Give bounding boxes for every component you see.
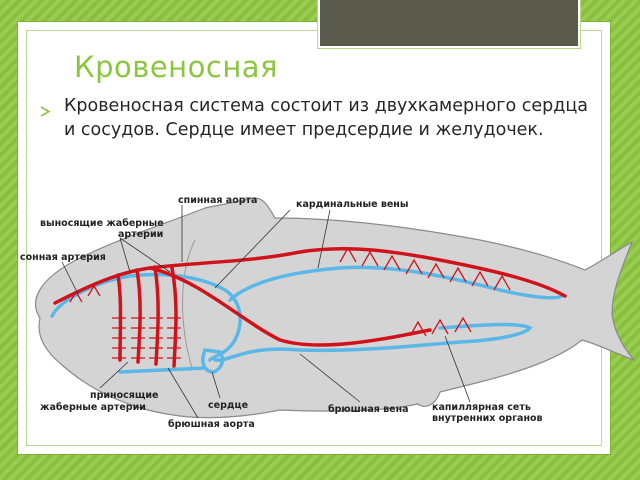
heart-shape — [201, 348, 225, 374]
label-efferent-gill-arteries-line2: артерии — [118, 229, 163, 240]
label-abdominal-vein: брюшная вена — [328, 404, 409, 415]
gill-arch-2 — [135, 268, 142, 364]
label-carotid-artery: сонная артерия — [20, 252, 106, 263]
label-capillary-network-line1: капиллярная сеть — [432, 402, 531, 413]
leader-abdominal-vein — [299, 353, 361, 403]
label-capillary-network-line2: внутренних органов — [432, 413, 543, 424]
decorative-dark-tab — [320, 0, 578, 46]
label-dorsal-aorta: спинная аорта — [178, 195, 257, 206]
slide-body-text: Кровеносная система состоит из двухкамер… — [64, 96, 588, 140]
leader-capillary — [444, 335, 471, 403]
fish-body-outline — [35, 197, 636, 419]
bullet-arrow-icon — [40, 106, 51, 117]
label-ventral-aorta: брюшная аорта — [168, 419, 255, 430]
label-afferent-gill-arteries-line1: приносящие — [90, 390, 158, 401]
artery-vessels — [53, 247, 567, 368]
leader-heart — [211, 371, 221, 399]
label-heart: сердце — [208, 400, 248, 411]
gill-arch-1 — [116, 273, 123, 362]
abdominal-vein — [213, 322, 533, 362]
leader-lines — [61, 205, 471, 419]
panel-border — [26, 30, 602, 446]
leader-cardinal-1 — [214, 209, 291, 289]
label-cardinal-veins: кардинальные вены — [296, 199, 408, 210]
label-afferent-gill-arteries-line2: жаберные артерии — [40, 402, 146, 413]
leader-carotid — [61, 261, 79, 295]
leader-afferent — [99, 361, 129, 389]
gill-cover-outline — [182, 239, 196, 369]
label-efferent-gill-arteries-line1: выносящие жаберные — [40, 218, 164, 229]
gill-arch-3 — [153, 265, 160, 366]
dorsal-aorta — [53, 247, 567, 305]
organ-capillaries — [69, 246, 511, 337]
arterial-branch — [148, 266, 432, 347]
gill-capillaries — [112, 317, 181, 359]
posterior-cardinal-vein — [228, 265, 564, 302]
leader-efferent-2 — [119, 237, 171, 273]
leader-efferent-1 — [119, 237, 131, 273]
ventral-aorta-line — [118, 366, 207, 374]
leader-ventral-aorta — [167, 367, 199, 419]
slide-title: Кровеносная — [74, 50, 278, 84]
leader-cardinal-2 — [317, 209, 331, 269]
gill-arch-4 — [170, 266, 178, 368]
